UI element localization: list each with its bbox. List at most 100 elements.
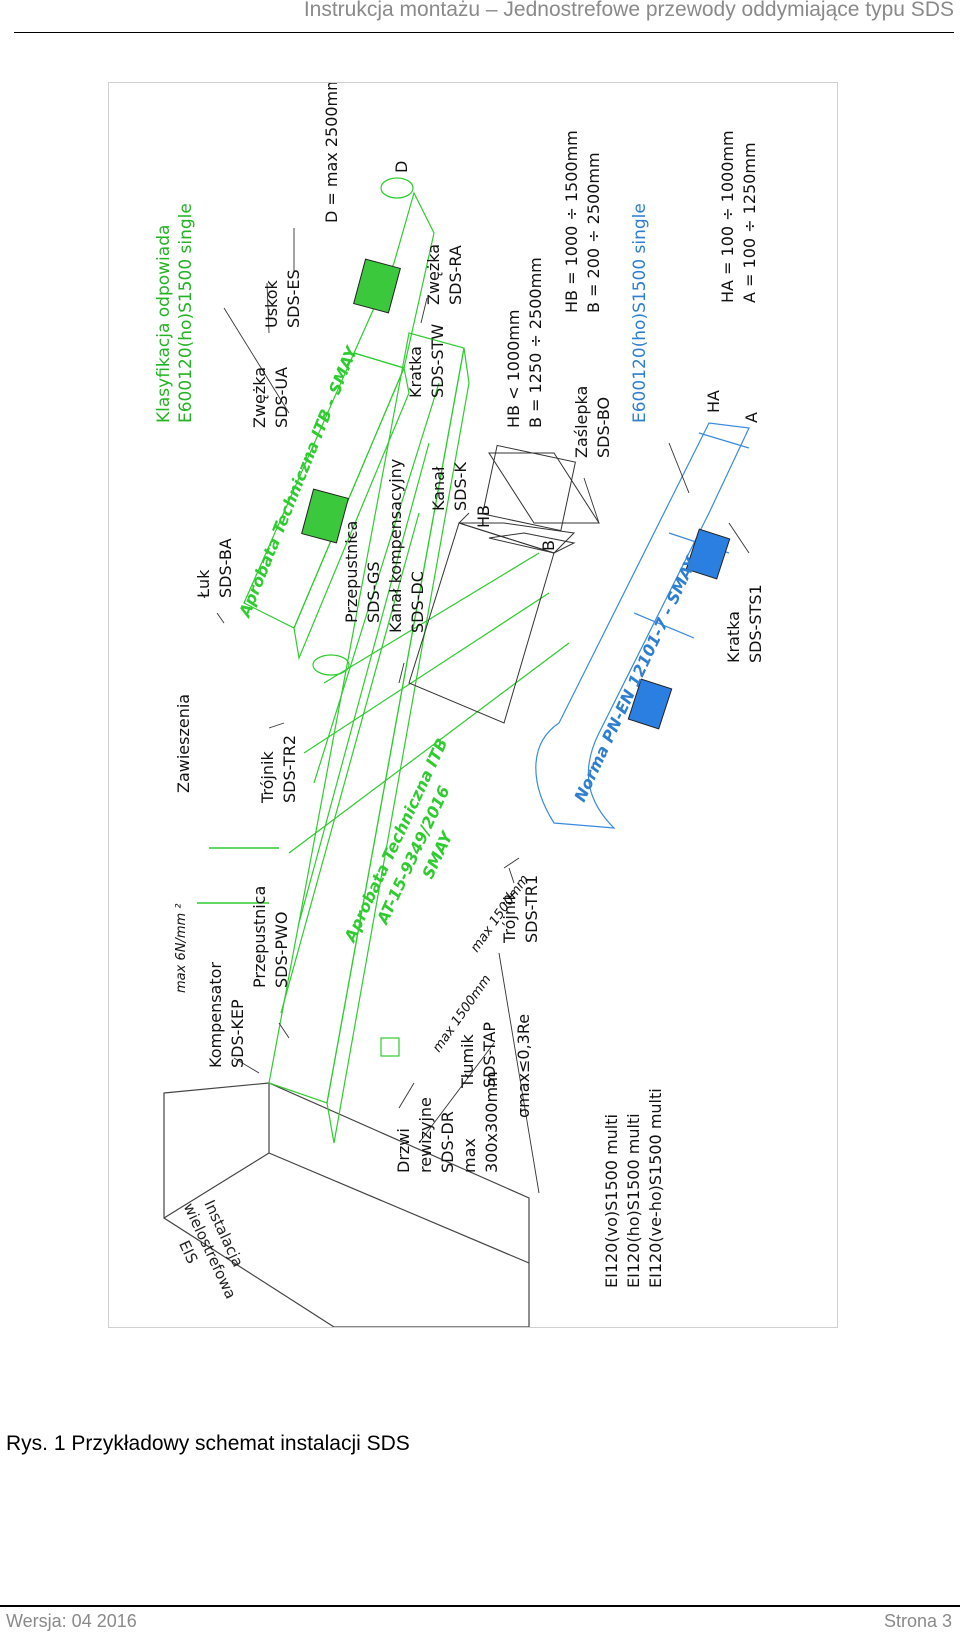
blue-grille (627, 528, 731, 730)
svg-text:Tłumik: Tłumik (458, 1034, 477, 1089)
green-duct-main (268, 332, 570, 1144)
svg-text:SDS-DR: SDS-DR (438, 1111, 457, 1173)
svg-text:B: B (539, 540, 558, 551)
label-ha: HA (704, 390, 723, 413)
svg-text:E600120(ho)S1500 single: E600120(ho)S1500 single (176, 203, 196, 423)
svg-text:E600120(ho)S1500 single: E600120(ho)S1500 single (630, 203, 650, 423)
svg-text:SDS-K: SDS-K (451, 462, 470, 511)
svg-text:SDS-STS1: SDS-STS1 (746, 584, 765, 663)
label-zawieszenia: Zawieszenia (174, 694, 193, 793)
leader-lines (216, 228, 750, 1194)
label-zwezka-ua: Zwężka SDS-UA (250, 367, 291, 428)
page-footer: Wersja: 04 2016 Strona 3 (0, 1605, 960, 1636)
label-multi: EI120(vo)S1500 multi EI120(ho)S1500 mult… (602, 1088, 665, 1288)
page-header: Instrukcja montażu – Jednostrefowe przew… (14, 0, 954, 33)
wall-label: Instalacja wielostrefowa EIS (175, 1197, 247, 1302)
svg-text:B = 1250 ÷ 2500mm: B = 1250 ÷ 2500mm (526, 257, 545, 428)
svg-text:Trójnik: Trójnik (258, 751, 277, 804)
label-kratka-sts1: Kratka SDS-STS1 (724, 584, 765, 663)
svg-text:HA = 100 ÷ 1000mm: HA = 100 ÷ 1000mm (718, 130, 737, 303)
svg-text:B = 200 ÷ 2500mm: B = 200 ÷ 2500mm (584, 152, 603, 313)
svg-text:Uskok: Uskok (262, 279, 281, 328)
label-hb: HB (474, 505, 493, 528)
label-drzwi: Drzwi rewizyjne SDS-DR max 300x300mm (394, 1071, 501, 1173)
svg-text:HB < 1000mm: HB < 1000mm (504, 310, 523, 428)
svg-text:SDS-DC: SDS-DC (408, 571, 427, 633)
label-kratka-stw: Kratka SDS-STW (406, 324, 447, 398)
svg-text:D: D (392, 161, 411, 173)
label-zwezka-ra: Zwężka SDS-RA (424, 244, 465, 305)
svg-text:SDS-PWO: SDS-PWO (272, 912, 291, 988)
svg-text:D = max 2500mm: D = max 2500mm (322, 83, 341, 223)
svg-text:Kratka: Kratka (724, 611, 743, 663)
label-single-blue: E600120(ho)S1500 single (630, 203, 650, 423)
label-tlumik: Tłumik SDS-TAP (458, 1022, 499, 1089)
svg-text:A: A (742, 412, 761, 423)
svg-text:SDS-STW: SDS-STW (428, 324, 447, 398)
svg-text:HB: HB (474, 505, 493, 528)
svg-text:SDS-BA: SDS-BA (216, 538, 235, 598)
svg-text:A = 100 ÷ 1250mm: A = 100 ÷ 1250mm (740, 142, 759, 303)
svg-text:Zwężka: Zwężka (424, 244, 443, 305)
label-hb-range: HB = 1000 ÷ 1500mm B = 200 ÷ 2500mm (562, 130, 603, 313)
label-trojnik-tr2: Trójnik SDS-TR2 (258, 735, 299, 804)
label-kanal-k: Kanał SDS-K (429, 462, 470, 511)
label-hb-lt: HB < 1000mm B = 1250 ÷ 2500mm (504, 257, 545, 428)
svg-text:SDS-BO: SDS-BO (594, 397, 613, 458)
svg-text:Kanał kompensacyjny: Kanał kompensacyjny (386, 459, 405, 633)
label-luk: Łuk SDS-BA (194, 538, 235, 599)
svg-text:max: max (460, 1138, 479, 1173)
stamp-blue: Norma PN-EN 12101-7 - SMAY (570, 553, 701, 805)
blue-duct (535, 422, 750, 829)
label-przepustnica-gs: Przepustnica SDS-GS (342, 521, 383, 623)
label-d: D (392, 161, 411, 173)
svg-text:max 6N/mm ²: max 6N/mm ² (174, 903, 189, 993)
svg-text:Trójnik: Trójnik (500, 891, 519, 944)
svg-text:SDS-TR2: SDS-TR2 (280, 735, 299, 803)
label-a: A (742, 412, 761, 423)
label-max-6n: max 6N/mm ² (174, 903, 189, 993)
label-sigma: σmax≤0,3Re (514, 1014, 533, 1118)
label-uskok: Uskok SDS-ES (262, 269, 303, 328)
svg-text:EI120(vo)S1500 multi: EI120(vo)S1500 multi (602, 1114, 621, 1288)
diagram-svg: Instalacja wielostrefowa EIS (154, 83, 765, 1327)
label-b: B (539, 540, 558, 551)
svg-text:Przepustnica: Przepustnica (250, 886, 269, 988)
label-ha-range: HA = 100 ÷ 1000mm A = 100 ÷ 1250mm (718, 130, 759, 303)
svg-text:EI120(ho)S1500 multi: EI120(ho)S1500 multi (624, 1113, 643, 1288)
svg-text:Zwężka: Zwężka (250, 367, 269, 428)
svg-text:Norma PN-EN 12101-7 - SMAY: Norma PN-EN 12101-7 - SMAY (570, 553, 701, 805)
svg-text:SDS-GS: SDS-GS (364, 561, 383, 623)
svg-text:HA: HA (704, 390, 723, 413)
svg-text:SDS-UA: SDS-UA (272, 367, 291, 428)
svg-text:Łuk: Łuk (194, 569, 213, 599)
figure-caption: Rys. 1 Przykładowy schemat instalacji SD… (6, 1432, 410, 1455)
svg-text:SDS-RA: SDS-RA (446, 245, 465, 305)
svg-text:Drzwi: Drzwi (394, 1128, 413, 1173)
stamp-green-big: Aprobata Techniczna ITB AT-15-9349/2016 … (340, 735, 458, 946)
svg-text:Kratka: Kratka (406, 346, 425, 398)
label-przepustnica-pwo: Przepustnica SDS-PWO (250, 886, 291, 988)
footer-page-number: Strona 3 (883, 1611, 952, 1631)
blind-cap (488, 452, 600, 524)
installation-diagram: Instalacja wielostrefowa EIS (108, 82, 838, 1328)
svg-text:SDS-KEP: SDS-KEP (228, 999, 247, 1068)
svg-text:Kanał: Kanał (429, 466, 448, 511)
svg-text:Przepustnica: Przepustnica (342, 521, 361, 623)
svg-text:Zawieszenia: Zawieszenia (174, 694, 193, 793)
label-kompensator: Kompensator SDS-KEP (206, 962, 247, 1068)
svg-text:σmax≤0,3Re: σmax≤0,3Re (514, 1014, 533, 1118)
footer-version: Wersja: 04 2016 (6, 1611, 137, 1631)
label-zaslepka: Zaślepka SDS-BO (572, 386, 613, 458)
label-kanal-dc: Kanał kompensacyjny SDS-DC (386, 459, 427, 633)
svg-text:EI120(ve-ho)S1500 multi: EI120(ve-ho)S1500 multi (646, 1088, 665, 1288)
label-d-max: D = max 2500mm (322, 83, 341, 223)
svg-text:SDS-ES: SDS-ES (284, 269, 303, 328)
gray-duct (408, 444, 576, 724)
hangers (197, 847, 279, 904)
header-title: Instrukcja montażu – Jednostrefowe przew… (303, 0, 954, 21)
svg-text:Kompensator: Kompensator (206, 962, 225, 1068)
svg-text:SDS-TAP: SDS-TAP (480, 1022, 499, 1088)
green-grille (301, 258, 401, 544)
svg-text:Zaślepka: Zaślepka (572, 386, 591, 458)
